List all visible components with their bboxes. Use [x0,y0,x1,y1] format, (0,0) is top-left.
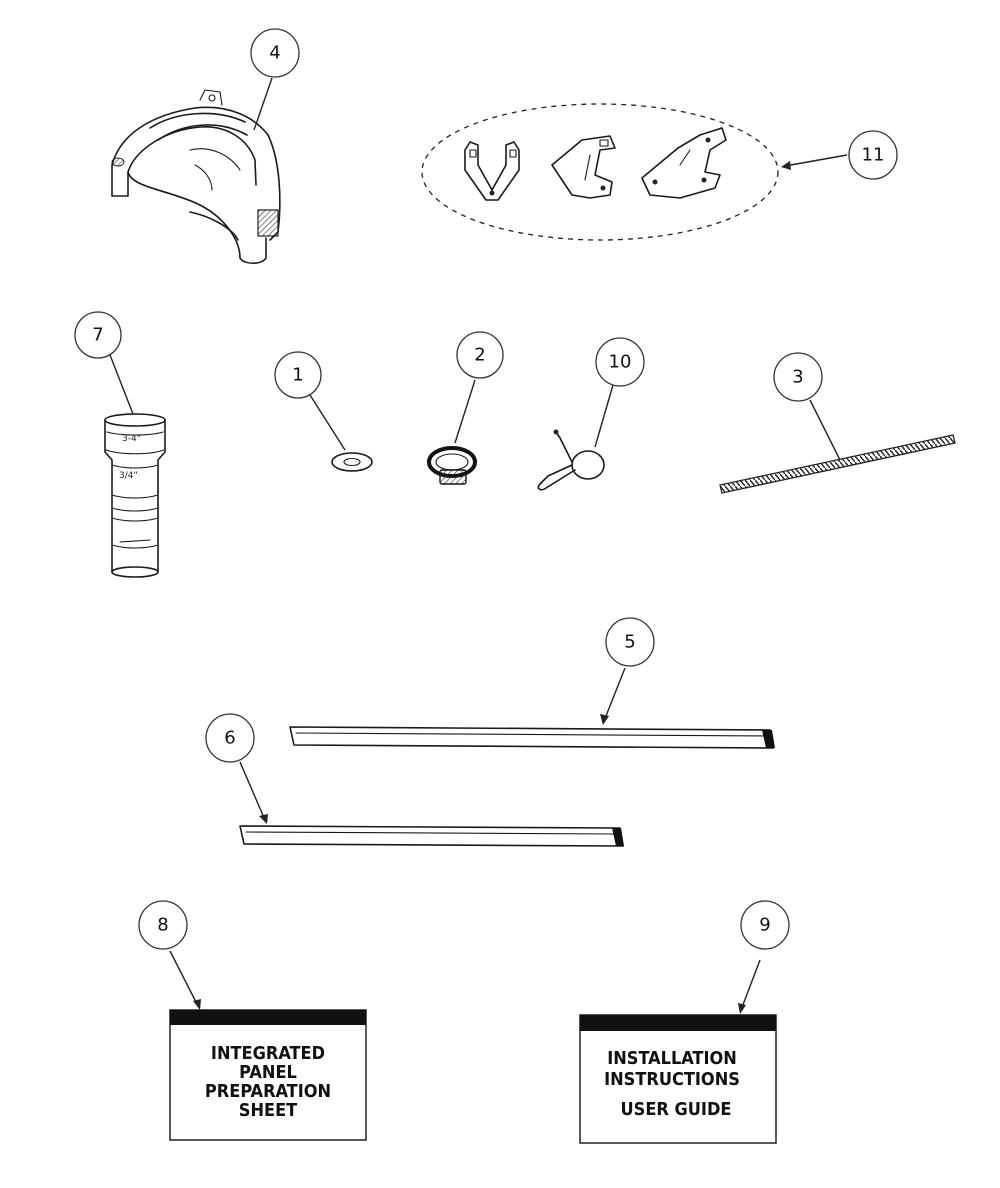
callout-8: 8 [138,900,188,950]
callout-5: 5 [605,617,655,667]
svg-text:3-4": 3-4" [122,434,141,444]
callout-3: 3 [773,352,823,402]
callout-10-label: 10 [609,352,632,373]
callout-6-label: 6 [224,728,235,749]
callout-9-label: 9 [759,915,770,936]
part-9-document: INSTALLATION INSTRUCTIONS USER GUIDE [579,1014,777,1144]
doc9-line-3: USER GUIDE [621,1099,732,1120]
callout-5-label: 5 [624,632,635,653]
callout-10: 10 [595,337,645,387]
callout-6: 6 [205,713,255,763]
callout-4: 4 [250,28,300,78]
leader-lines [109,77,848,1014]
callout-8-label: 8 [157,915,168,936]
callout-11-label: 11 [862,145,885,166]
part-8-document: INTEGRATED PANEL PREPARATION SHEET [169,1009,367,1141]
callout-2: 2 [456,331,504,379]
doc9-line-1: INSTALLATION [607,1048,737,1069]
callout-1-label: 1 [292,365,303,386]
part-3-threaded-rod [719,434,956,494]
callout-9: 9 [740,900,790,950]
svg-text:3/4": 3/4" [119,471,138,481]
callout-2-label: 2 [474,345,485,366]
part-7-duct-adapter: 3-4" 3/4" [104,413,166,578]
part-1-washer [331,452,373,472]
doc8-line-4: SHEET [239,1100,297,1121]
callout-7: 7 [74,311,122,359]
part-10-ring-pin [537,429,605,491]
doc8-line-2: PANEL [239,1062,297,1083]
part-4-bracket [111,89,281,265]
doc9-line-2: INSTRUCTIONS [604,1069,740,1090]
doc8-line-1: INTEGRATED [211,1043,325,1064]
callout-4-label: 4 [269,43,280,64]
callout-7-label: 7 [92,325,103,346]
part-11-brackets-group [421,103,779,241]
callout-1: 1 [274,351,322,399]
callout-11: 11 [848,130,898,180]
part-6-strip [239,825,624,847]
doc8-line-3: PREPARATION [205,1081,331,1102]
part-5-strip [289,726,775,749]
callout-3-label: 3 [792,367,803,388]
part-2-hose-clamp [427,446,477,485]
